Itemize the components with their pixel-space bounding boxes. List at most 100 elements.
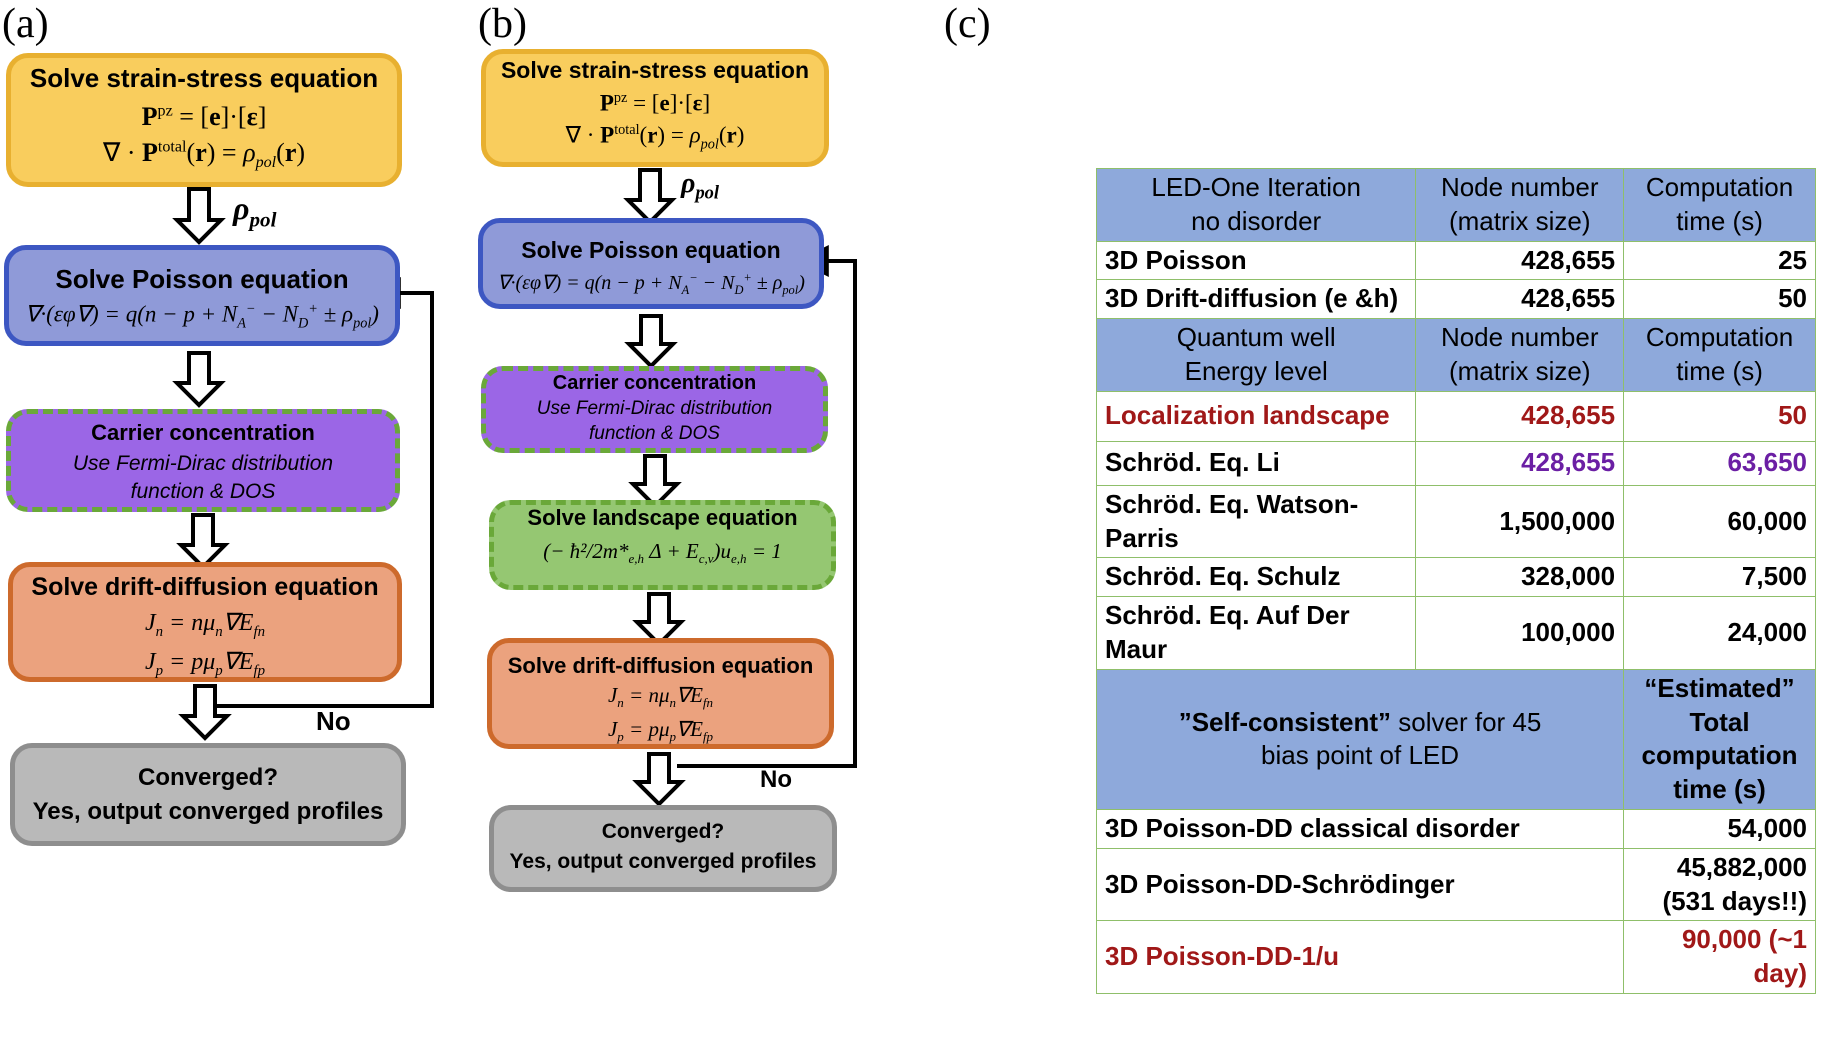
converged-box-a: Converged? Yes, output converged profile…: [10, 743, 406, 846]
rho-pol-label-a: ρpol: [233, 190, 277, 232]
strain-equation-1-a: Ppz = [e]·[ε]: [141, 102, 267, 131]
landscape-title-b: Solve landscape equation: [527, 505, 798, 530]
dd-equation-n-b: Jn = nμn∇Efn: [607, 683, 714, 711]
carrier-box-b: Carrier concentration Use Fermi-Dirac di…: [481, 366, 828, 453]
poisson-title-b: Solve Poisson equation: [521, 237, 781, 263]
arrow-down-icon: [172, 187, 226, 245]
poisson-box-a: Solve Poisson equation ∇·(εφ∇) = q(n − p…: [4, 245, 400, 346]
converged-output-b: Yes, output converged profiles: [509, 850, 817, 873]
row-time: 25: [1623, 240, 1816, 281]
arrow-down-icon: [176, 513, 230, 570]
table-row: 3D Poisson-DD classical disorder 54,000: [1095, 808, 1816, 849]
row-nodes: 428,655: [1415, 240, 1625, 281]
converged-question-a: Converged?: [137, 764, 278, 791]
converged-box-b: Converged? Yes, output converged profile…: [489, 805, 837, 892]
drift-diffusion-box-b: Solve drift-diffusion equation Jn = nμn∇…: [487, 638, 834, 749]
row-name: Schröd. Eq. Schulz: [1095, 557, 1417, 598]
row-nodes: 100,000: [1415, 596, 1625, 670]
row-nodes: 1,500,000: [1415, 484, 1625, 559]
poisson-equation-a: ∇·(εφ∇) = q(n − p + NA− − ND+ ± ρpol): [25, 301, 379, 332]
strain-stress-box-a: Solve strain-stress equation Ppz = [e]·[…: [6, 53, 402, 187]
table-row: Schröd. Eq. Li 428,655 63,650: [1095, 440, 1816, 486]
arrow-down-icon: [624, 314, 678, 369]
table-row: 3D Drift-diffusion (e &h) 428,655 50: [1095, 279, 1816, 320]
row-nodes: 428,655: [1415, 440, 1625, 486]
arrow-down-icon: [178, 684, 232, 741]
poisson-equation-b: ∇·(εφ∇) = q(n − p + NA− − ND+ ± ρpol): [497, 270, 805, 297]
row-name: Localization landscape: [1095, 390, 1417, 442]
row-name: Schröd. Eq. Watson-Parris: [1095, 484, 1417, 559]
rho-pol-label-b: ρpol: [681, 168, 720, 203]
arrow-down-icon: [172, 351, 226, 408]
strain-equation-2-b: ∇ · Ptotal(r) = ρpol(r): [565, 121, 745, 152]
dd-equation-p-a: Jp = pμp∇Efp: [144, 648, 266, 679]
arrow-down-icon: [623, 168, 677, 225]
row-name: 3D Poisson-DD classical disorder: [1095, 808, 1625, 849]
dd-title-a: Solve drift-diffusion equation: [31, 573, 379, 601]
row-name: 3D Drift-diffusion (e &h): [1095, 279, 1417, 320]
table-row: 3D Poisson-DD-1/u 90,000 (~1 day): [1095, 920, 1816, 994]
row-time: 54,000: [1623, 808, 1816, 849]
row-nodes: 428,655: [1415, 390, 1625, 442]
table-row: Schröd. Eq. Schulz 328,000 7,500: [1095, 557, 1816, 598]
strain-equation-1-b: Ppz = [e]·[ε]: [599, 90, 711, 116]
row-name: 3D Poisson-DD-Schrödinger: [1095, 847, 1625, 922]
carrier-title-a: Carrier concentration: [91, 420, 315, 445]
arrow-down-icon: [628, 454, 682, 509]
row-time: 90,000 (~1 day): [1623, 920, 1816, 994]
row-time: 50: [1623, 390, 1816, 442]
dd-title-b: Solve drift-diffusion equation: [507, 653, 814, 678]
strain-equation-2-a: ∇ · Ptotal(r) = ρpol(r): [102, 138, 306, 172]
row-time: 24,000: [1623, 596, 1816, 670]
carrier-box-a: Carrier concentration Use Fermi-Dirac di…: [6, 409, 400, 512]
drift-diffusion-box-a: Solve drift-diffusion equation Jn = nμn∇…: [8, 562, 402, 682]
carrier-line1-b: Use Fermi-Dirac distribution: [536, 398, 773, 419]
no-label-b: No: [760, 766, 792, 793]
panel-label-b: (b): [478, 1, 527, 47]
poisson-box-b: Solve Poisson equation ∇·(εφ∇) = q(n − p…: [478, 218, 824, 309]
table-row: 3D Poisson 428,655 25: [1095, 240, 1816, 281]
no-label-a: No: [316, 706, 351, 736]
row-name: 3D Poisson-DD-1/u: [1095, 920, 1625, 994]
row-name: Schröd. Eq. Li: [1095, 440, 1417, 486]
panel-label-a: (a): [2, 1, 49, 47]
panel-label-c: (c): [944, 1, 991, 47]
table-row: Localization landscape 428,655 50: [1095, 390, 1816, 442]
row-nodes: 328,000: [1415, 557, 1625, 598]
carrier-title-b: Carrier concentration: [552, 372, 757, 394]
row-time: 50: [1623, 279, 1816, 320]
dd-equation-p-b: Jp = pμp∇Efp: [607, 717, 714, 745]
header-cell: Node number(matrix size): [1415, 318, 1625, 392]
strain-title-a: Solve strain-stress equation: [29, 63, 379, 93]
converged-output-a: Yes, output converged profiles: [32, 798, 384, 825]
carrier-line2-b: function & DOS: [589, 423, 720, 444]
header-cell: Node number(matrix size): [1415, 168, 1625, 242]
table-row: 3D Poisson-DD-Schrödinger 45,882,000(531…: [1095, 847, 1816, 922]
dd-equation-n-a: Jn = nμn∇Efn: [144, 610, 266, 640]
arrow-down-icon: [632, 592, 686, 647]
strain-stress-box-b: Solve strain-stress equation Ppz = [e]·[…: [481, 49, 829, 167]
carrier-line2-a: function & DOS: [130, 480, 276, 503]
landscape-box-b: Solve landscape equation (− ħ²/2m*e,h Δ …: [489, 500, 836, 590]
feedback-loop-b: [677, 245, 857, 768]
row-time: 7,500: [1623, 557, 1816, 598]
table-row: Schröd. Eq. Watson-Parris 1,500,000 60,0…: [1095, 484, 1816, 559]
row-name: Schröd. Eq. Auf Der Maur: [1095, 596, 1417, 670]
landscape-equation-b: (− ħ²/2m*e,h Δ + Ec,v)ue,h = 1: [543, 539, 782, 567]
row-time: 63,650: [1623, 440, 1816, 486]
carrier-line1-a: Use Fermi-Dirac distribution: [72, 452, 334, 475]
row-name: 3D Poisson: [1095, 240, 1417, 281]
row-time: 45,882,000(531 days!!): [1623, 847, 1816, 922]
strain-title-b: Solve strain-stress equation: [500, 57, 810, 83]
arrow-down-icon: [632, 752, 686, 807]
row-time: 60,000: [1623, 484, 1816, 559]
